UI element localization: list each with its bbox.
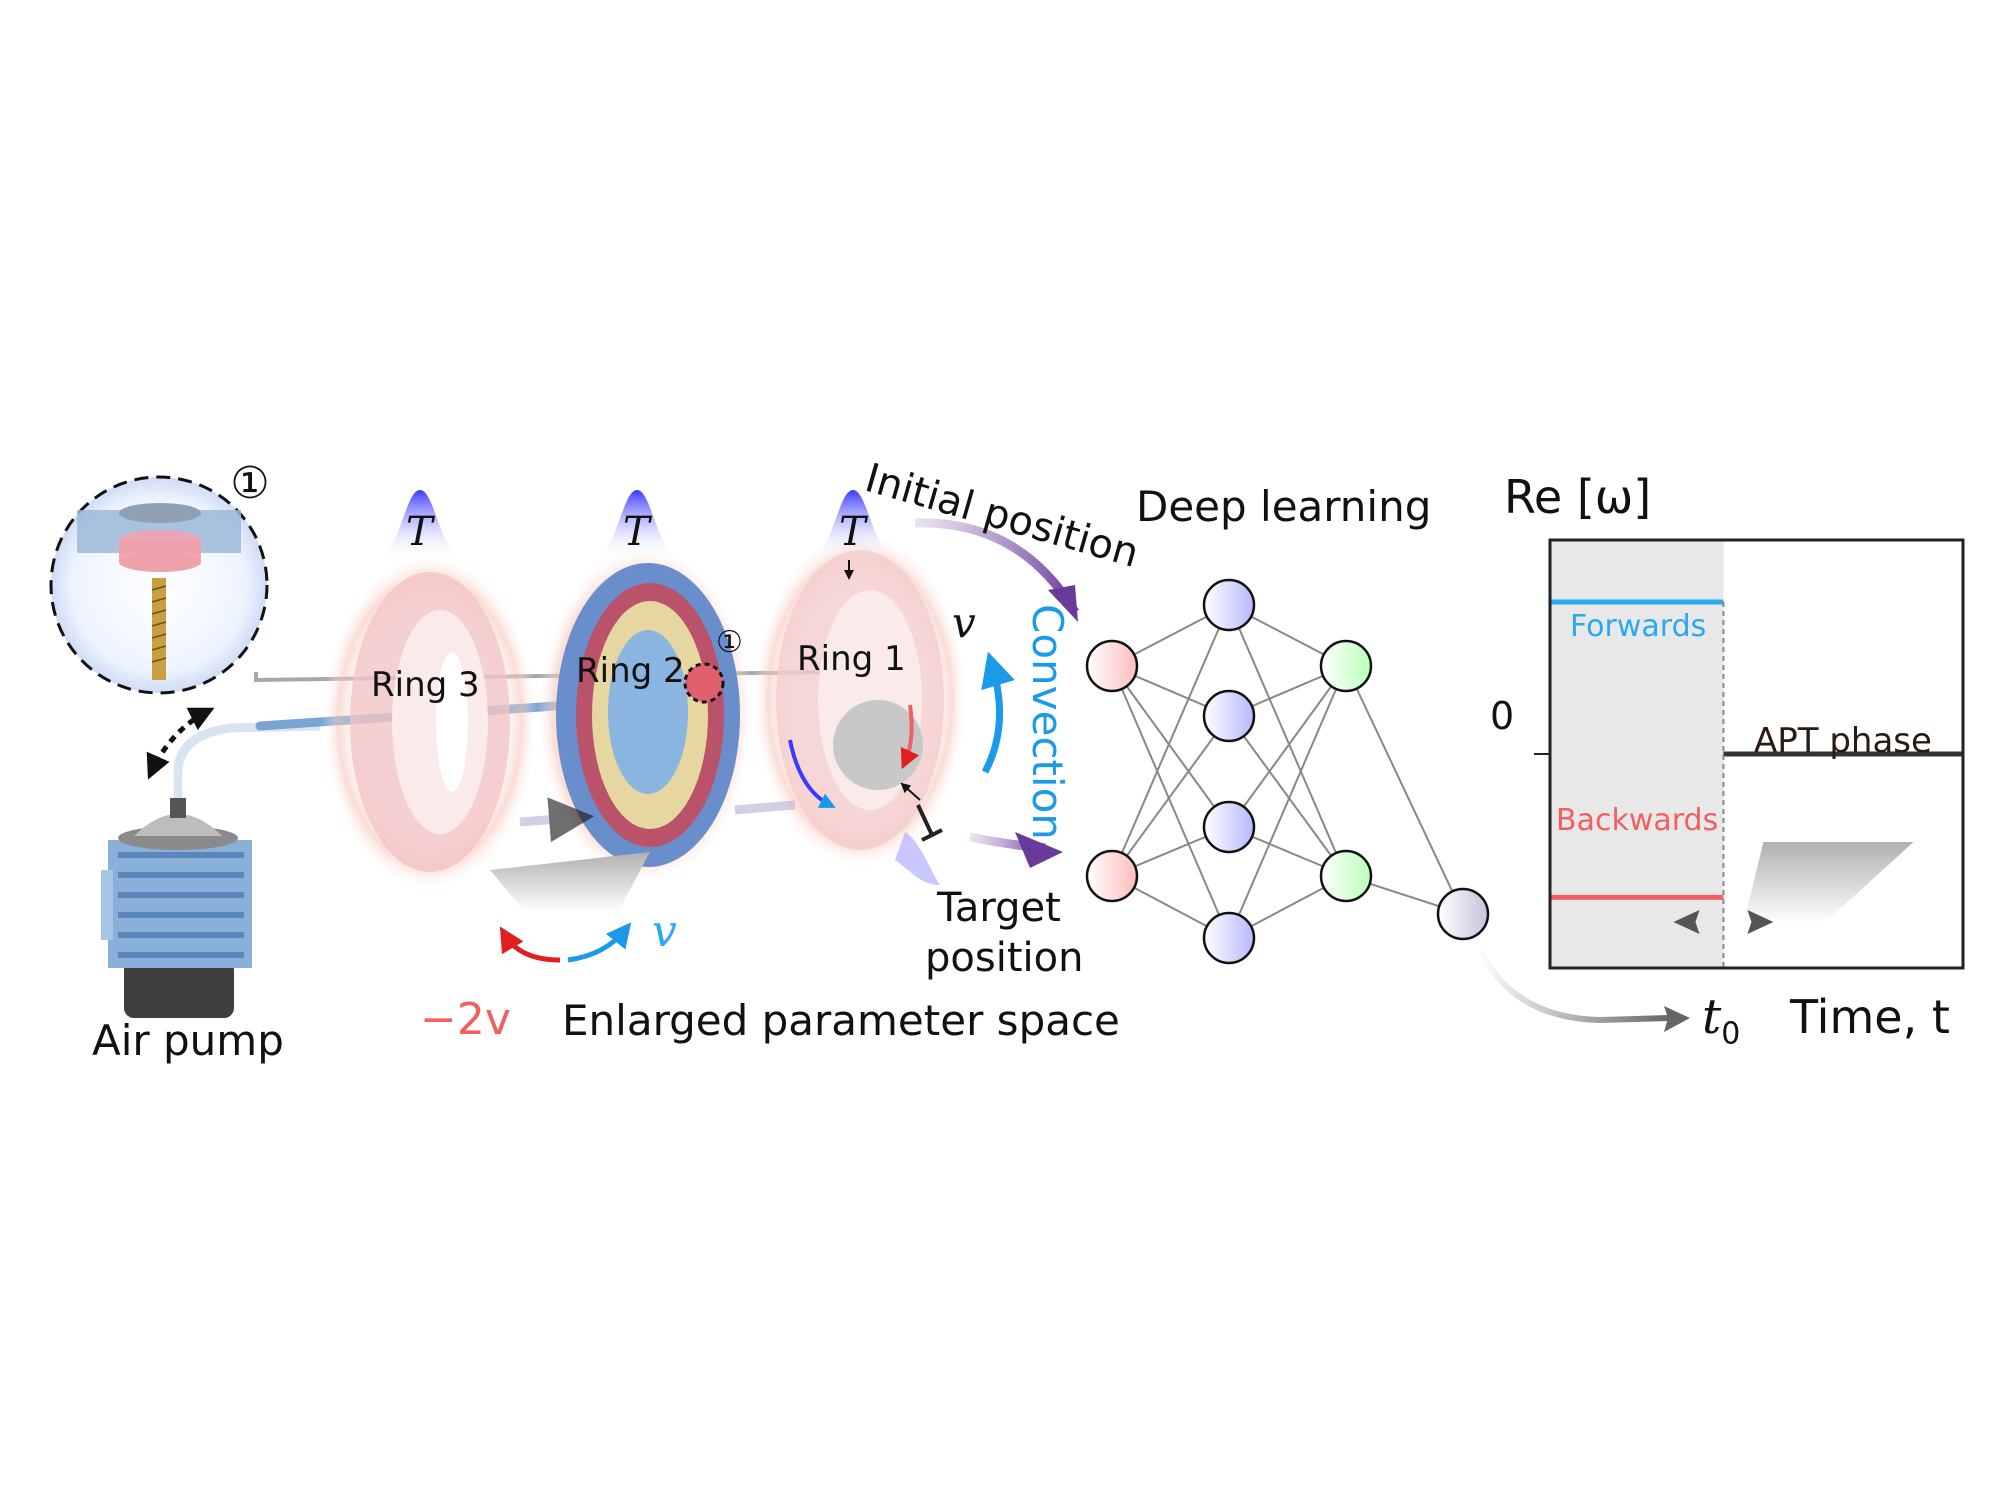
ring-3-temp-symbol: T [406,509,433,555]
temp-peak-ring-1-lower [895,832,940,885]
temp-peak-ring-1 [808,490,898,560]
v-arrow [567,922,632,963]
network-node-hidden [1319,849,1373,903]
chart [1534,538,1965,970]
ring-1-gear [833,700,923,790]
apt-projection [1743,842,1914,924]
network-edge [1228,665,1347,939]
ring-2 [537,545,753,885]
network-node-hidden [1202,578,1256,632]
target-position-label-line2: position [925,935,1084,981]
series-label-apt-phase: APT phase [1754,721,1932,761]
network-edge [1228,665,1347,828]
target-position-arrowhead [1015,832,1063,868]
ring-2-callout: ① [716,625,743,660]
air-pump [101,798,252,1018]
ring-coupling-arrow-left [734,800,796,815]
pump-nozzle [170,798,186,818]
ring-2-hub [608,630,688,794]
convection-arrow [981,651,1015,774]
ring-1-blue-arrow [788,739,836,808]
network-node-hidden [1202,689,1256,743]
ring-1-red-arrow [900,704,920,770]
series-label-forwards: Forwards [1570,609,1707,644]
network-edge [1228,715,1347,877]
chart-y-tick-zero: 0 [1490,694,1515,738]
ring-1 [752,530,968,870]
ring-2-unit-dashed-circle [683,662,725,704]
pump-dome [134,814,222,836]
t0-double-arrow [1673,910,1774,934]
ring-1-label: Ring 1 [797,639,906,679]
air-tube [173,721,321,800]
output-to-t0-arrowhead [1664,1006,1690,1032]
chart-y-label: Re [ω] [1504,470,1652,524]
temp-peak-ring-3 [375,490,465,560]
spring [152,578,166,680]
minus-two-v-arrow [499,926,561,963]
initial-position-arrowhead [1048,585,1078,622]
callout-number-lens: ① [230,458,269,509]
network-edge [1111,715,1230,877]
x-tick-t0-sub: 0 [1721,1016,1741,1052]
network-edge [1111,665,1230,939]
target-position-label-line1: Target [937,885,1061,931]
network-node-hidden [1202,800,1256,854]
output-to-t0-arrow [1475,943,1671,1024]
pump-body [108,840,252,968]
dotted-double-arrow [146,707,215,780]
x-tick-t0-main: t [1702,989,1722,1045]
ring-3-hole [436,652,468,792]
network-nodes [1085,578,1490,965]
temp-peak-ring-2 [592,490,682,560]
network-edge [1345,665,1464,915]
pump-handle [101,870,113,940]
double-arrow-right-head [1747,910,1774,934]
ring-2-temp-symbol: T [623,509,650,555]
deep-learning-title: Deep learning [1136,482,1432,531]
ring-3-label: Ring 3 [371,665,480,705]
ring-3 [322,552,538,892]
piezo-disc-bottom [119,552,201,572]
pump-base [124,960,234,1018]
ring-1-stop-marker [916,804,943,842]
gray-projection [490,852,650,912]
chart-x-label: Time, t [1790,990,1950,1044]
ring-coupling-arrow-right [519,797,594,843]
v-label: v [652,906,677,957]
network-node-input [1085,639,1139,693]
network-node-hidden [1319,639,1373,693]
lens-callout [49,475,269,695]
network-edge [1228,604,1347,877]
network-node-hidden [1202,911,1256,965]
enlarged-parameter-space-label: Enlarged parameter space [562,996,1120,1045]
convection-label: Convection [1023,604,1072,840]
network-edge [1111,665,1230,828]
network-node-input [1085,849,1139,903]
network-edge [1111,604,1230,877]
double-arrow-left-head [1673,910,1700,934]
network-edges [1111,604,1464,939]
temperature-peaks [375,490,943,885]
chamber-opening [119,503,201,523]
air-pump-label: Air pump [92,1016,284,1065]
x-tick-t0: t0 [1702,993,1740,1050]
ring-1-position-arrow [900,782,921,801]
series-label-backwards: Backwards [1556,803,1719,838]
ring-1-temp-symbol: T [839,509,866,555]
network-node-output [1436,887,1490,941]
ring-1-velocity-label: v [952,598,976,647]
minus-two-v-label: −2v [420,994,511,1045]
ring-2-label: Ring 2 [576,651,685,691]
